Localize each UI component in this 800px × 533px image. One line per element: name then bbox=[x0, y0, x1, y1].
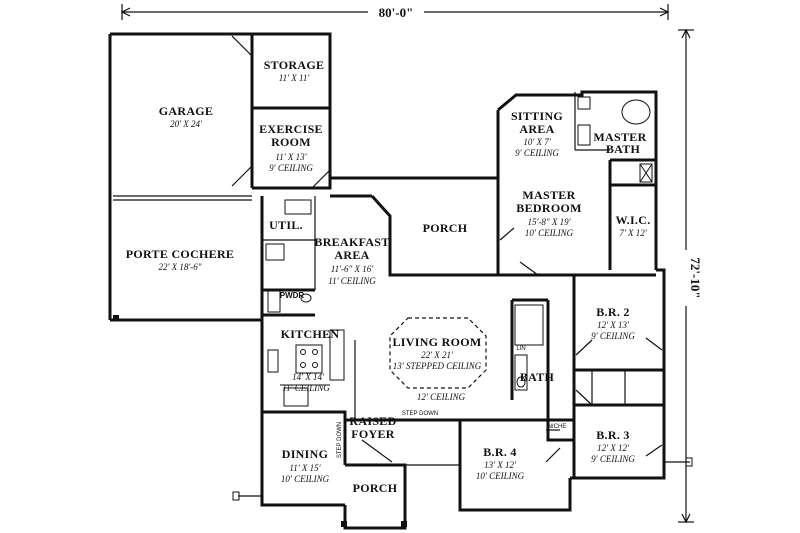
bath-name: BATH bbox=[520, 370, 555, 384]
master-bedroom-size: 15'-8" X 19' bbox=[527, 217, 571, 227]
br4-size: 13' X 12' bbox=[484, 460, 517, 470]
garage-walls bbox=[108, 32, 332, 322]
width-dimension: 80'-0" bbox=[120, 3, 670, 21]
br2-name: B.R. 2 bbox=[596, 305, 629, 319]
breakfast-ceiling: 11' CEILING bbox=[328, 276, 376, 286]
living-ceiling: 13' STEPPED CEILING bbox=[393, 361, 482, 371]
br2-ceiling: 9' CEILING bbox=[591, 331, 635, 341]
room-porch-front: PORCH bbox=[353, 481, 398, 495]
room-wic: W.I.C. 7' X 12' bbox=[615, 213, 650, 238]
living-name: LIVING ROOM bbox=[393, 335, 482, 349]
wic-name: W.I.C. bbox=[615, 213, 650, 227]
step-down-label-2: STEP DOWN bbox=[337, 422, 343, 458]
br3-name: B.R. 3 bbox=[596, 428, 629, 442]
breakfast-name-2: AREA bbox=[334, 248, 369, 262]
niche-label: NICHE bbox=[548, 424, 567, 430]
master-bath-name-2: BATH bbox=[606, 142, 641, 156]
porte-cochere-size: 22' X 18'-6" bbox=[158, 262, 201, 272]
room-br2: B.R. 2 12' X 13' 9' CEILING bbox=[591, 305, 635, 341]
room-raised-foyer: RAISED FOYER STEP DOWN STEP DOWN bbox=[337, 411, 438, 458]
kitchen-size: 14' X 14' bbox=[292, 372, 325, 382]
br4-name: B.R. 4 bbox=[483, 445, 516, 459]
master-bedroom-ceiling: 10' CEILING bbox=[525, 228, 574, 238]
room-master-bath: MASTER BATH bbox=[593, 130, 646, 156]
room-kitchen: KITCHEN 14' X 14' 11' CEILING bbox=[281, 327, 340, 393]
garage-name: GARAGE bbox=[159, 104, 213, 118]
room-porch-rear: PORCH bbox=[423, 221, 468, 235]
room-exercise: EXERCISE ROOM 11' X 13' 9' CEILING bbox=[259, 122, 323, 173]
overall-depth-label: 72'-10" bbox=[688, 257, 703, 298]
br3-ceiling: 9' CEILING bbox=[591, 454, 635, 464]
garage-size: 20' X 24' bbox=[170, 119, 203, 129]
kitchen-name: KITCHEN bbox=[281, 327, 340, 341]
br3-size: 12' X 12' bbox=[597, 443, 630, 453]
overall-width-label: 80'-0" bbox=[379, 5, 414, 20]
room-porte-cochere: PORTE COCHERE 22' X 18'-6" bbox=[126, 247, 235, 272]
porch-front-name: PORCH bbox=[353, 481, 398, 495]
room-sitting: SITTING AREA 10' X 7' 9' CEILING bbox=[511, 109, 563, 158]
room-br4: B.R. 4 13' X 12' 10' CEILING NICHE bbox=[476, 424, 566, 481]
room-dining: DINING 11' X 15' 10' CEILING bbox=[281, 447, 330, 484]
storage-name: STORAGE bbox=[264, 58, 325, 72]
room-master-bedroom: MASTER BEDROOM 15'-8" X 19' 10' CEILING bbox=[516, 188, 581, 238]
kitchen-ceiling: 11' CEILING bbox=[282, 383, 330, 393]
room-breakfast: BREAKFAST AREA 11'-6" X 16' 11' CEILING bbox=[314, 235, 389, 286]
breakfast-size: 11'-6" X 16' bbox=[331, 264, 375, 274]
room-living: LIVING ROOM 22' X 21' 13' STEPPED CEILIN… bbox=[393, 335, 482, 402]
room-garage: GARAGE 20' X 24' bbox=[159, 104, 213, 129]
storage-size: 11' X 11' bbox=[279, 73, 311, 83]
sitting-ceiling: 9' CEILING bbox=[515, 148, 559, 158]
exercise-name-1: EXERCISE bbox=[259, 122, 323, 136]
room-pwdr: PWDR bbox=[280, 291, 305, 300]
room-bath: BATH LIN bbox=[516, 346, 554, 384]
room-br3: B.R. 3 12' X 12' 9' CEILING bbox=[591, 428, 635, 464]
dining-ceiling: 10' CEILING bbox=[281, 474, 330, 484]
depth-dimension: 72'-10" bbox=[677, 28, 703, 524]
porch-rear-name: PORCH bbox=[423, 221, 468, 235]
sitting-name-1: SITTING bbox=[511, 109, 563, 123]
master-bath-name-1: MASTER bbox=[593, 130, 646, 144]
room-util: UTIL. bbox=[269, 218, 303, 232]
sitting-name-2: AREA bbox=[519, 122, 554, 136]
exercise-size: 11' X 13' bbox=[275, 152, 307, 162]
breakfast-name-1: BREAKFAST bbox=[314, 235, 389, 249]
foyer-name-2: FOYER bbox=[351, 427, 395, 441]
dining-size: 11' X 15' bbox=[289, 463, 321, 473]
br4-ceiling: 10' CEILING bbox=[476, 471, 525, 481]
pwdr-name: PWDR bbox=[280, 291, 305, 300]
exercise-ceiling: 9' CEILING bbox=[269, 163, 313, 173]
room-storage: STORAGE 11' X 11' bbox=[264, 58, 325, 83]
porte-cochere-name: PORTE COCHERE bbox=[126, 247, 235, 261]
master-bedroom-name-1: MASTER bbox=[522, 188, 575, 202]
living-size: 22' X 21' bbox=[421, 350, 454, 360]
wic-size: 7' X 12' bbox=[619, 228, 647, 238]
util-name: UTIL. bbox=[269, 218, 303, 232]
dining-name: DINING bbox=[282, 447, 328, 461]
master-bedroom-name-2: BEDROOM bbox=[516, 201, 581, 215]
lin-label: LIN bbox=[516, 346, 525, 352]
br2-size: 12' X 13' bbox=[597, 320, 630, 330]
step-down-label-1: STEP DOWN bbox=[402, 411, 438, 417]
house-walls bbox=[232, 90, 693, 530]
foyer-name-1: RAISED bbox=[349, 414, 396, 428]
living-lower-ceiling: 12' CEILING bbox=[417, 392, 466, 402]
sitting-size: 10' X 7' bbox=[523, 137, 551, 147]
exercise-name-2: ROOM bbox=[271, 135, 311, 149]
exercise-walls bbox=[252, 108, 332, 190]
